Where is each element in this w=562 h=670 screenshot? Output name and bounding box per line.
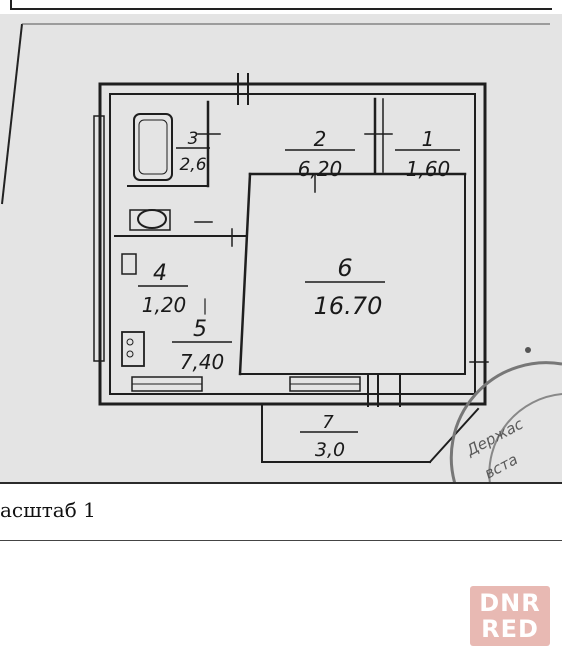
room-6-number: 6 [337,254,352,282]
room-3-area: 2,6 [179,155,206,175]
room-2-area: 6,20 [298,157,343,181]
room-6-area: 16.70 [314,292,383,320]
scale-caption: асштаб 1 [0,498,96,522]
room-3-number: 3 [188,129,199,149]
room-5-area: 7,40 [180,350,225,374]
room-1-area: 1,60 [406,157,451,181]
room-labels: 1 1,60 2 6,20 3 2,6 4 1,20 5 7,40 6 16.7… [138,127,460,461]
room-7-area: 3,0 [315,439,345,461]
dnr-red-logo: DNR RED [470,586,550,646]
logo-line-2: RED [481,615,539,643]
scan-edge-line [10,0,552,10]
frame-left-edge [1,23,23,205]
room-4-number: 4 [153,261,167,286]
room-7-number: 7 [322,412,334,433]
frame-bottom-line [0,482,562,484]
room-2-number: 2 [314,127,327,151]
room-5-number: 5 [193,317,207,342]
floor-plan-drawing: Держас вста 1 1,60 2 6,20 3 2,6 4 1,20 5… [0,14,562,482]
floor-plan: Держас вста 1 1,60 2 6,20 3 2,6 4 1,20 5… [0,14,562,482]
room-1-number: 1 [422,127,435,151]
logo-line-1: DNR [479,589,541,617]
room-4-area: 1,20 [142,293,187,317]
page-divider [0,540,562,541]
